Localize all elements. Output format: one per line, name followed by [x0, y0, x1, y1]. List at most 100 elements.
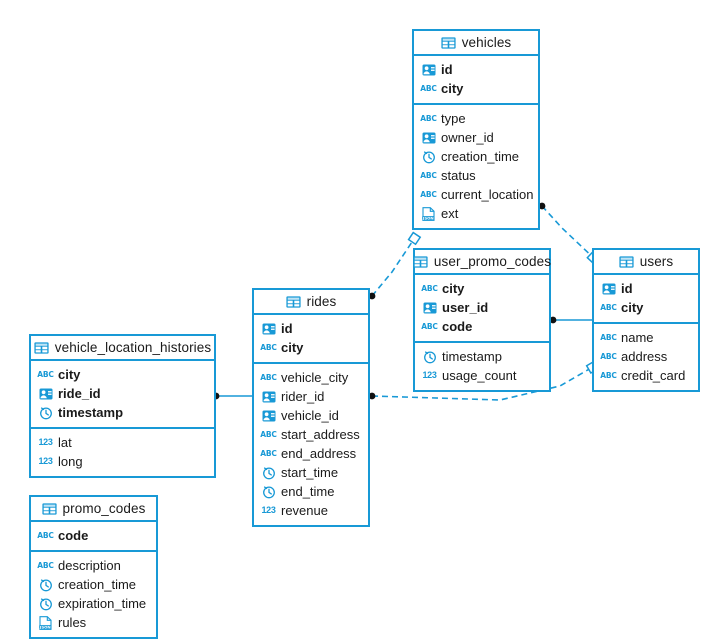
column-name: id [441, 62, 453, 77]
primary-key-column-row[interactable]: timestamp [31, 403, 214, 422]
abc-type-icon: ABC [420, 170, 437, 180]
table-name: vehicles [461, 35, 512, 50]
column-name: city [281, 340, 304, 355]
primary-key-column-row[interactable]: id [414, 60, 538, 79]
abc-type-icon: ABC [600, 370, 617, 380]
column-row[interactable]: ABC vehicle_city [254, 368, 368, 387]
column-name: city [441, 81, 464, 96]
primary-key-column-row[interactable]: id [254, 319, 368, 338]
column-row[interactable]: 123 long [31, 452, 214, 471]
column-name: creation_time [441, 149, 520, 164]
column-name: end_time [281, 484, 335, 499]
primary-key-column-row[interactable]: id [594, 279, 698, 298]
clock-icon [261, 485, 276, 499]
key-id-icon [261, 322, 276, 336]
column-row[interactable]: ABC status [414, 166, 538, 185]
column-name: id [281, 321, 293, 336]
column-name: lat [58, 435, 72, 450]
number-type-icon: 123 [38, 456, 53, 466]
column-row[interactable]: ABC current_location [414, 185, 538, 204]
column-row[interactable]: timestamp [415, 347, 549, 366]
clock-icon [422, 350, 437, 364]
table-title-bar[interactable]: users [594, 250, 698, 275]
relationship-edge-vehicles-rides[interactable] [368, 231, 422, 300]
edge-endpoint-dot [368, 292, 376, 300]
table-title-bar[interactable]: rides [254, 290, 368, 315]
number-type-icon: 123 [422, 370, 437, 380]
table-name: rides [306, 294, 337, 309]
column-row[interactable]: owner_id [414, 128, 538, 147]
number-type-icon: 123 [38, 437, 53, 447]
column-name: vehicle_city [281, 370, 349, 385]
column-name: status [441, 168, 476, 183]
table-name: vehicle_location_histories [54, 340, 212, 355]
clock-icon [421, 150, 436, 164]
column-row[interactable]: start_time [254, 463, 368, 482]
clock-icon [38, 578, 53, 592]
column-row[interactable]: end_time [254, 482, 368, 501]
column-name: usage_count [442, 368, 517, 383]
primary-key-column-row[interactable]: user_id [415, 298, 549, 317]
abc-type-icon: ABC [420, 189, 437, 199]
column-name: credit_card [621, 368, 686, 383]
column-row[interactable]: creation_time [414, 147, 538, 166]
column-row[interactable]: expiration_time [31, 594, 156, 613]
column-name: current_location [441, 187, 534, 202]
column-row[interactable]: rider_id [254, 387, 368, 406]
column-row[interactable]: vehicle_id [254, 406, 368, 425]
abc-type-icon: ABC [600, 302, 617, 312]
abc-type-icon: ABC [37, 530, 54, 540]
abc-type-icon: ABC [420, 113, 437, 123]
relationship-edge-rides-vehicle_location_histories[interactable] [212, 392, 252, 400]
table-title-bar[interactable]: vehicles [414, 31, 538, 56]
table-title-bar[interactable]: promo_codes [31, 497, 156, 522]
column-name: user_id [442, 300, 489, 315]
column-name: expiration_time [58, 596, 147, 611]
edge-endpoint-dot [549, 316, 557, 324]
table-name: user_promo_codes [433, 254, 552, 269]
table-title-bar[interactable]: vehicle_location_histories [31, 336, 214, 361]
column-name: long [58, 454, 83, 469]
table-name: promo_codes [62, 501, 146, 516]
column-name: address [621, 349, 668, 364]
abc-type-icon: ABC [260, 372, 277, 382]
column-row[interactable]: ABC credit_card [594, 366, 698, 385]
svg-text:JSON: JSON [39, 624, 51, 629]
column-row[interactable]: 123 usage_count [415, 366, 549, 385]
table-name: users [639, 254, 674, 269]
column-row[interactable]: creation_time [31, 575, 156, 594]
clock-icon [38, 406, 53, 420]
relationship-edge-user_promo_codes-users[interactable] [549, 316, 592, 324]
column-row[interactable]: 123 lat [31, 433, 214, 452]
table-title-bar[interactable]: user_promo_codes [413, 250, 552, 275]
primary-key-column-row[interactable]: ride_id [31, 384, 214, 403]
